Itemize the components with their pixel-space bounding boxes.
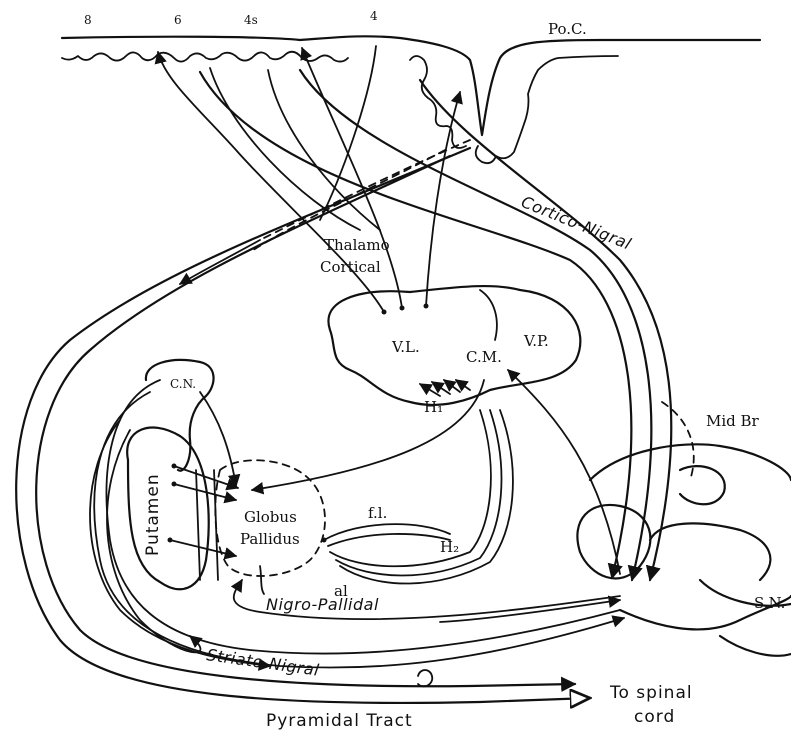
cm-label: C.M. [466, 348, 502, 366]
pallidothalamic-fibers: f.l. H₂ al [322, 380, 513, 600]
h2-label: H₂ [440, 538, 459, 556]
cortical-area-labels: 8 6 4s 4 Po.C. [84, 9, 587, 38]
fl-label: f.l. [368, 504, 387, 522]
globus-pallidus: Globus Pallidus [168, 460, 326, 594]
globus-label-2: Pallidus [240, 530, 300, 548]
pyramidal-tract-loop [16, 148, 590, 703]
globus-label-1: Globus [244, 508, 297, 526]
vp-label: V.P. [523, 332, 549, 350]
cortex-surface [62, 36, 760, 163]
area-6-label: 6 [174, 13, 182, 27]
caudate-nucleus: C.N. [146, 360, 236, 486]
to-spinal-label: To spinal [609, 683, 693, 703]
cn-label: C.N. [170, 377, 196, 391]
cortical-label: Cortical [320, 258, 381, 276]
h1-label: H₁ [424, 398, 443, 416]
cord-label: cord [634, 707, 675, 727]
putamen: Putamen [127, 428, 218, 590]
postcentral-label: Po.C. [548, 20, 587, 38]
area-4-label: 4 [370, 9, 378, 23]
midbrain-label: Mid Br [706, 412, 760, 430]
nigro-pallidal-label: Nigro-Pallidal [266, 595, 379, 614]
sn-label: S.N. [754, 594, 785, 612]
cortico-nigral-label: Cortico-Nigral [519, 192, 635, 253]
pyramidal-tract-label: Pyramidal Tract [266, 711, 413, 731]
vl-label: V.L. [391, 338, 420, 356]
striato-nigral-loops [90, 380, 624, 686]
area-4s-label: 4s [244, 13, 258, 27]
tract-labels: Cortico-Nigral Nigro-Pallidal Striato-Ni… [205, 192, 692, 731]
putamen-label: Putamen [143, 473, 163, 556]
thalamo-label: Thalamo [324, 236, 390, 254]
area-8-label: 8 [84, 13, 92, 27]
thalamus-labels: Thalamo Cortical V.L. V.P. C.M. H₁ [320, 236, 549, 416]
